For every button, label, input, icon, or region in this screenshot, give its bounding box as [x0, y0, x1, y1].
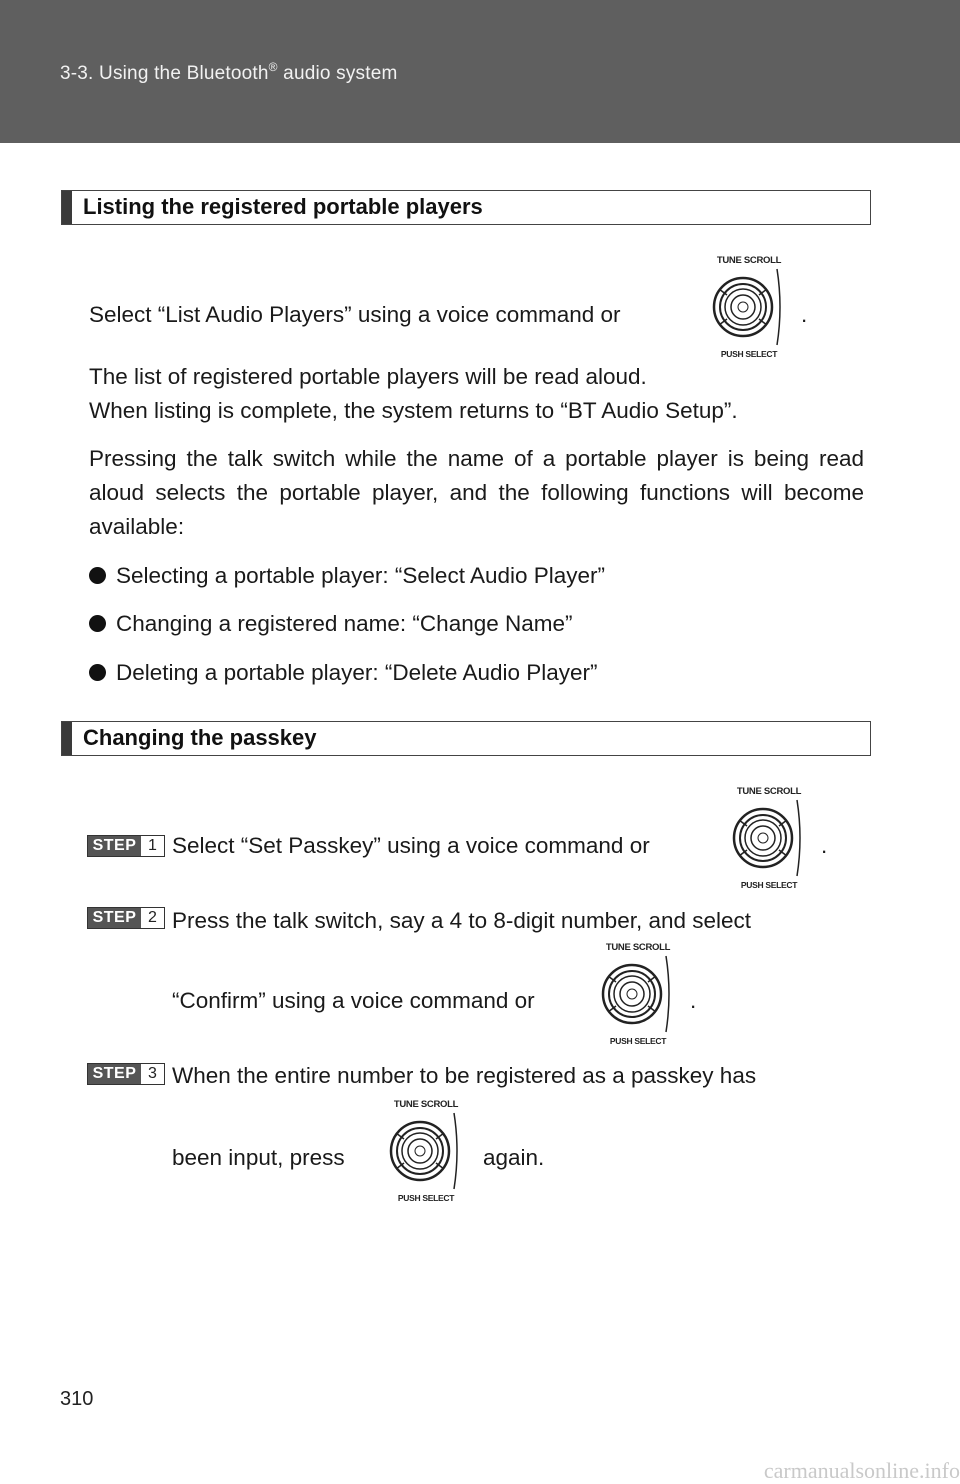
knob-graphic-icon [601, 955, 670, 1033]
tune-scroll-knob-icon: TUNE SCROLL PUSH SELECT [707, 255, 791, 359]
body-paragraph: Pressing the talk switch while the name … [89, 446, 864, 539]
knob-graphic-icon [389, 1112, 458, 1190]
bullet-item: Deleting a portable player: “Delete Audi… [89, 660, 598, 686]
section-title: 3-3. Using the Bluetooth® audio system [60, 60, 398, 84]
bullet-item: Selecting a portable player: “Select Aud… [89, 563, 605, 589]
tune-scroll-knob-icon: TUNE SCROLL PUSH SELECT [596, 942, 680, 1046]
knob-graphic-icon [732, 799, 801, 877]
tune-scroll-knob-icon: TUNE SCROLL PUSH SELECT [727, 786, 811, 890]
bullet-icon [89, 615, 106, 632]
step-text: Press the talk switch, say a 4 to 8-digi… [172, 908, 752, 933]
step-text: Select “Set Passkey” using a voice comma… [172, 833, 650, 858]
bullet-icon [89, 567, 106, 584]
section-heading-passkey: Changing the passkey [61, 721, 871, 756]
instruction-text: Select “List Audio Players” using a voic… [89, 302, 621, 327]
knob-graphic-icon [712, 268, 781, 346]
watermark: carmanualsonline.info [763, 1458, 960, 1483]
section-heading-listing: Listing the registered portable players [61, 190, 871, 225]
step-text: been input, press [172, 1145, 345, 1170]
header-band [0, 0, 960, 143]
bullet-item: Changing a registered name: “Change Name… [89, 611, 573, 637]
step-text: “Confirm” using a voice command or [172, 988, 535, 1013]
step-text: again. [483, 1145, 545, 1170]
body-text: When listing is complete, the system ret… [89, 398, 738, 423]
tune-scroll-knob-icon: TUNE SCROLL PUSH SELECT [384, 1099, 468, 1203]
page-number: 310 [60, 1388, 94, 1410]
heading-text: Listing the registered portable players [83, 194, 483, 219]
heading-text: Changing the passkey [83, 725, 317, 750]
step-text: When the entire number to be registered … [172, 1063, 757, 1088]
bullet-icon [89, 664, 106, 681]
body-text: The list of registered portable players … [89, 364, 647, 389]
